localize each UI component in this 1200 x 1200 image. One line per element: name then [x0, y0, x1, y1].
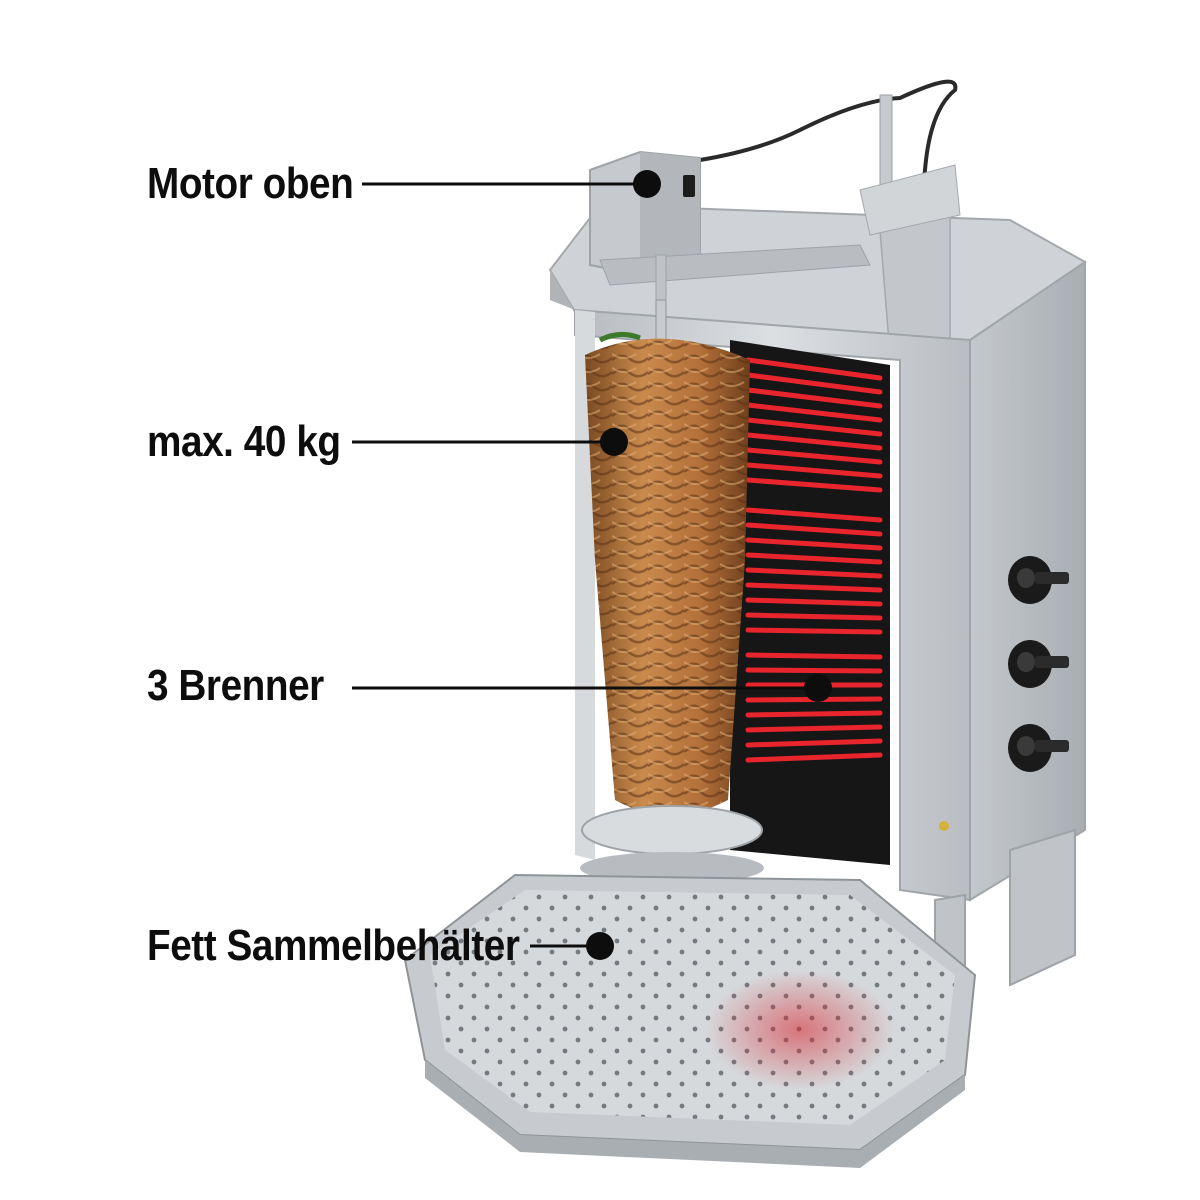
callout-dot-icon [600, 428, 628, 456]
callout-dot-icon [586, 932, 614, 960]
drip-plate [580, 805, 764, 884]
callout-label-burners: 3 Brenner [147, 661, 324, 710]
top-hood [548, 94, 1087, 356]
callout-label-motor: Motor oben [147, 159, 354, 208]
control-knobs [1008, 556, 1069, 772]
callout-dot-icon [804, 674, 832, 702]
burner-panel [730, 340, 890, 865]
grease-tray [403, 873, 977, 1168]
power-cable [699, 79, 958, 211]
callout-lines [352, 182, 817, 948]
callout-dot-icon [633, 170, 661, 198]
control-knob-icon[interactable] [1008, 556, 1069, 604]
callout-dots [586, 170, 832, 960]
power-switch-icon[interactable] [683, 175, 695, 197]
callout-label-capacity: max. 40 kg [147, 417, 341, 466]
callout-label-drip-tray: Fett Sammelbehälter [147, 921, 520, 970]
burner-heating-rods [745, 357, 883, 763]
control-knob-icon[interactable] [1008, 724, 1069, 772]
control-knob-icon[interactable] [1008, 640, 1069, 688]
doner-meat [585, 332, 750, 815]
